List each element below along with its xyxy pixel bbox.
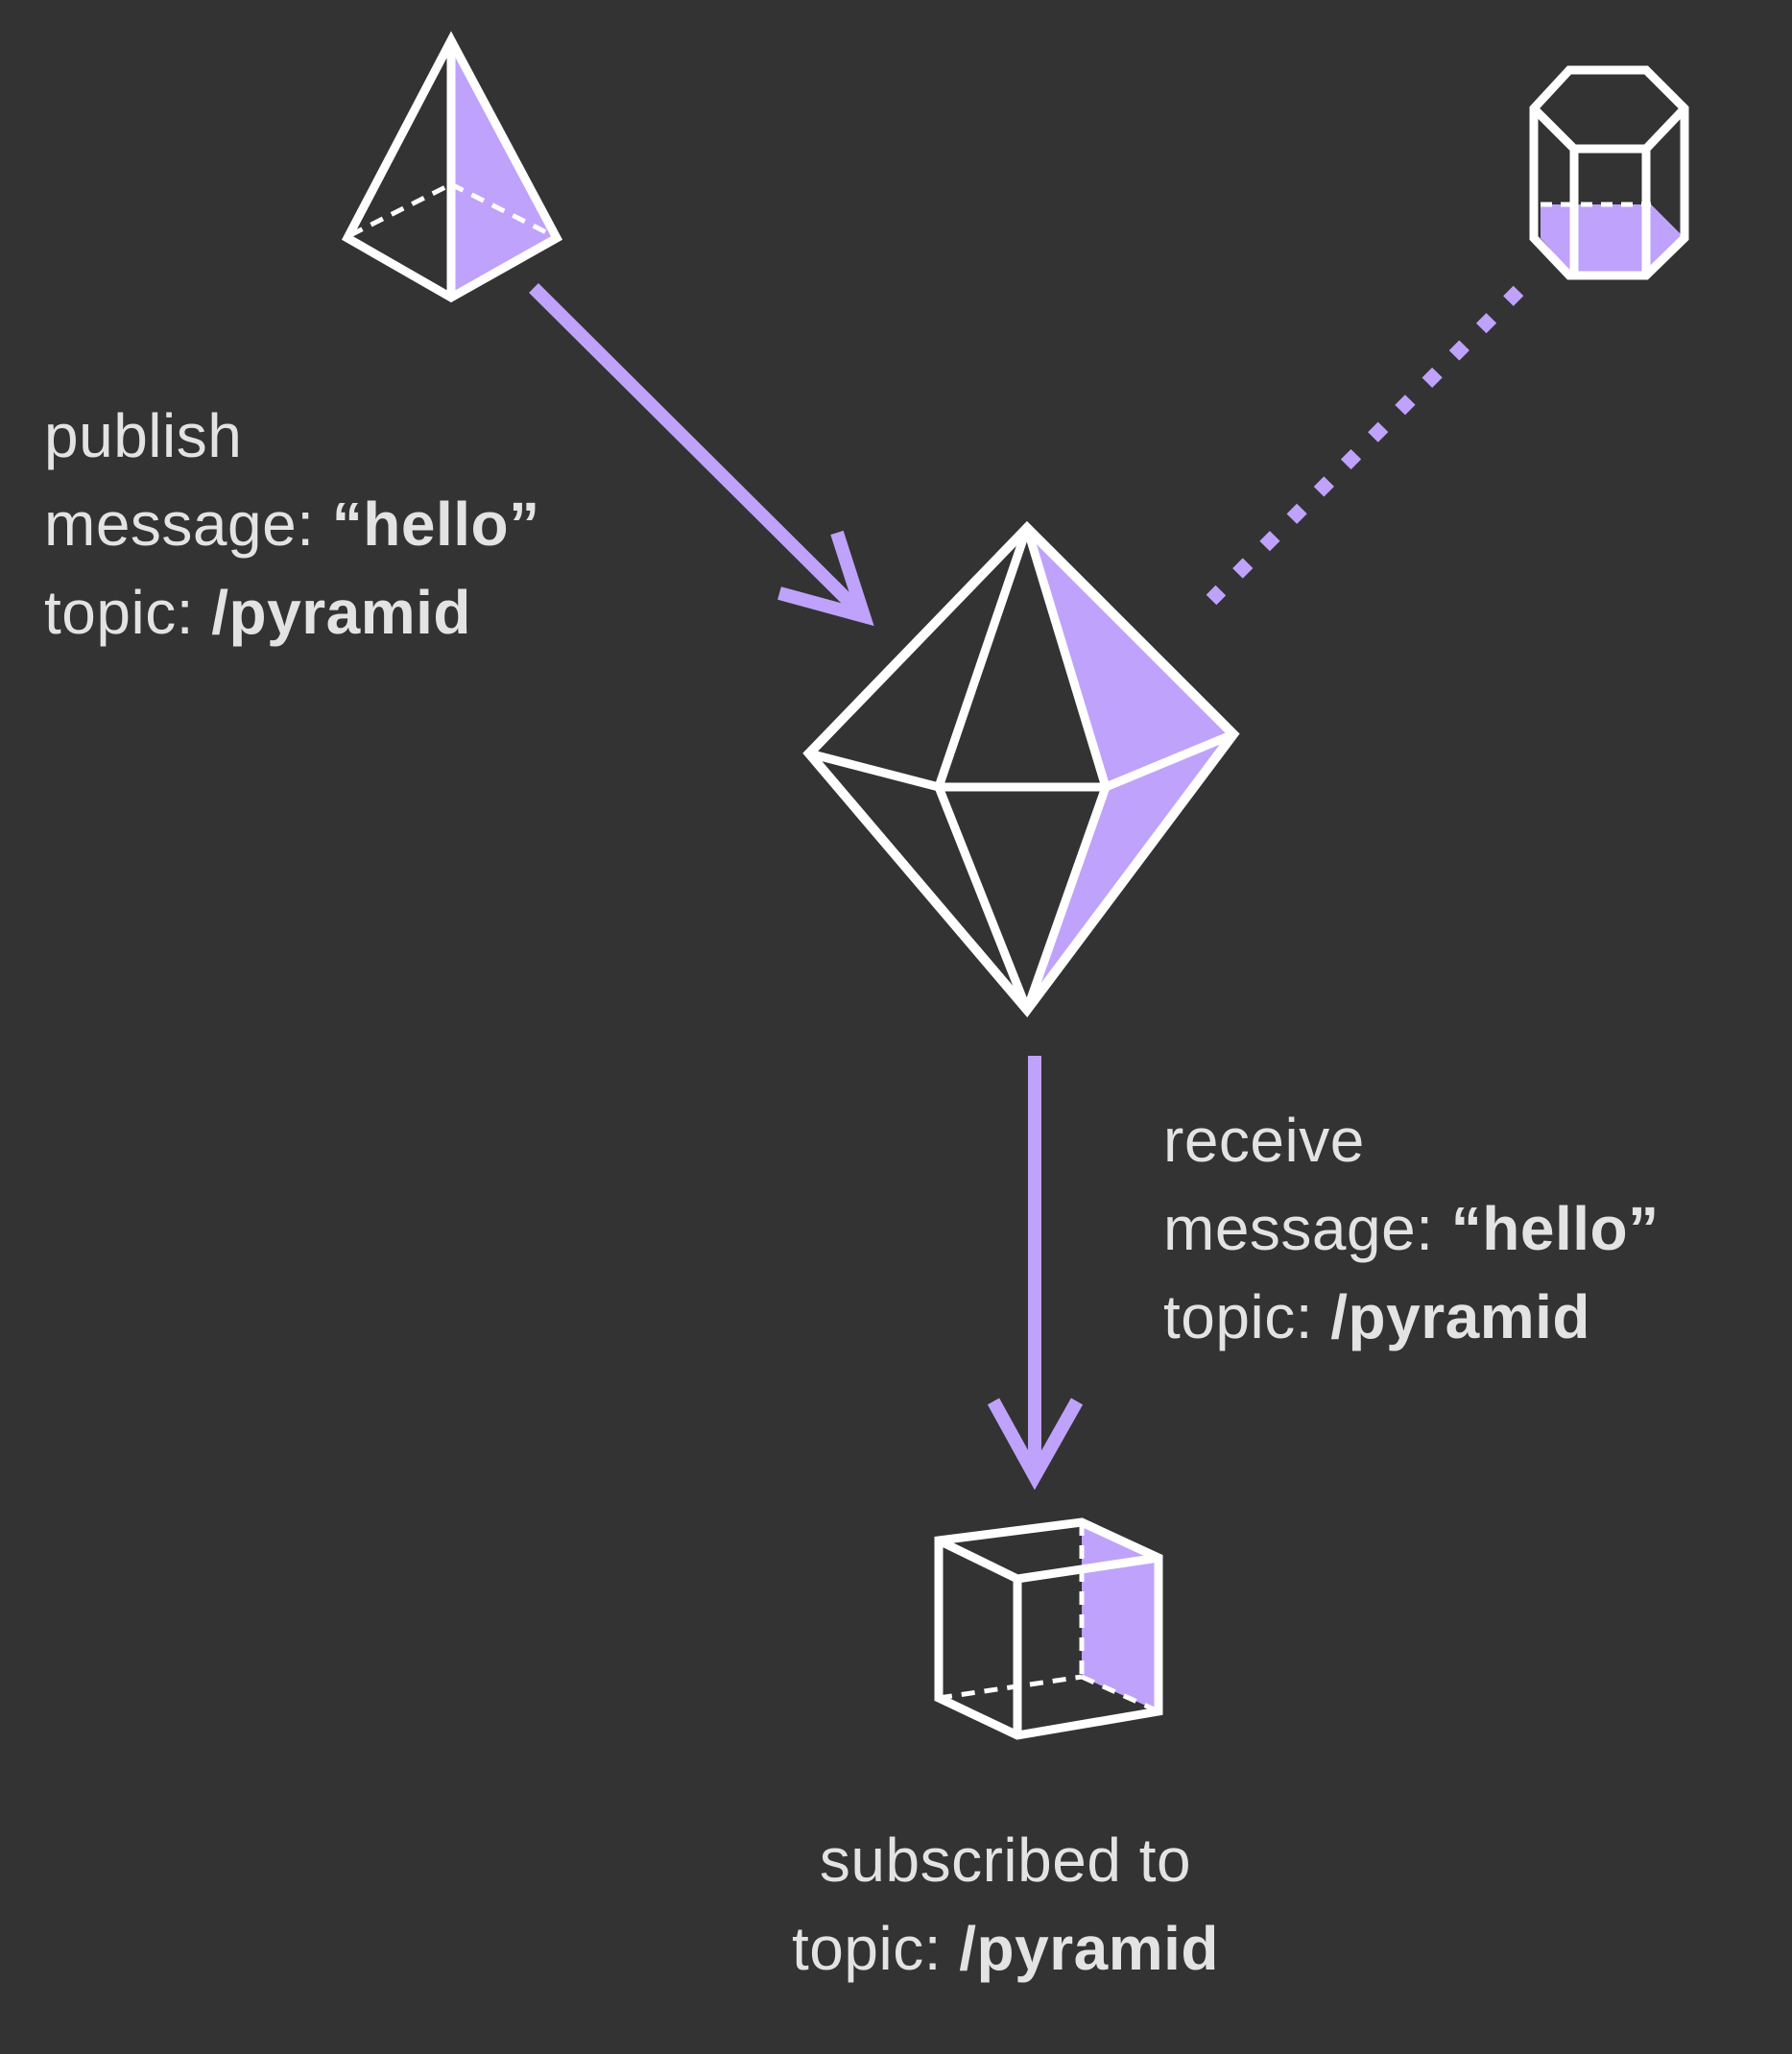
- publish-arrow: [529, 283, 874, 627]
- pyramid-hidden-edge: [449, 181, 554, 238]
- hexagonal-prism-icon[interactable]: [1529, 65, 1689, 280]
- octahedron-icon[interactable]: [802, 520, 1240, 1018]
- pyramid-shaded-face: [451, 40, 557, 298]
- receive-message-line: message: “hello”: [1163, 1184, 1660, 1273]
- publish-message-key: message:: [44, 490, 332, 559]
- publish-action: publish: [44, 401, 243, 470]
- publish-message-line: message: “hello”: [44, 480, 540, 568]
- publish-topic-value: /pyramid: [211, 578, 471, 647]
- subscriber-line1: subscribed to: [819, 1826, 1192, 1895]
- publish-label: publish message: “hello” topic: /pyramid: [44, 392, 540, 657]
- cube-hidden-edge: [1080, 1674, 1160, 1714]
- cube-outline: [934, 1517, 1163, 1740]
- pyramid-hidden-edge: [348, 181, 453, 238]
- octahedron-shaded-face-upper: [1027, 528, 1233, 785]
- receive-message-value: “hello”: [1450, 1194, 1660, 1263]
- pyramid-icon[interactable]: [342, 31, 563, 303]
- publish-arrow-shaft: [529, 283, 869, 621]
- receive-arrow: [987, 1056, 1084, 1491]
- subscriber-label: subscribed to topic: /pyramid: [792, 1816, 1219, 1993]
- prism-top-edges: [1530, 105, 1688, 154]
- receive-label: receive message: “hello” topic: /pyramid: [1163, 1096, 1660, 1361]
- publish-topic-line: topic: /pyramid: [44, 568, 540, 657]
- cube-icon[interactable]: [934, 1517, 1163, 1740]
- subscriber-topic-value: /pyramid: [959, 1914, 1219, 1983]
- receive-topic-line: topic: /pyramid: [1163, 1273, 1660, 1361]
- receive-topic-value: /pyramid: [1330, 1282, 1590, 1351]
- subscriber-topic-line: topic: /pyramid: [792, 1904, 1219, 1993]
- publish-arrow-head: [777, 530, 874, 627]
- receive-topic-key: topic:: [1163, 1282, 1331, 1351]
- publish-message-value: “hello”: [331, 490, 540, 559]
- octahedron-equator: [807, 729, 1235, 792]
- publish-topic-key: topic:: [44, 578, 212, 647]
- receive-action: receive: [1163, 1106, 1365, 1175]
- receive-message-key: message:: [1163, 1194, 1451, 1263]
- cube-hidden-edge: [938, 1674, 1083, 1701]
- dotted-connection-line: [1206, 285, 1524, 606]
- subscriber-topic-key: topic:: [792, 1914, 960, 1983]
- octahedron-edge: [934, 526, 1032, 789]
- octahedron-edge: [1022, 785, 1111, 1012]
- octahedron-edge: [1022, 526, 1111, 789]
- octahedron-edge: [934, 785, 1032, 1012]
- receive-arrow-head: [987, 1397, 1084, 1491]
